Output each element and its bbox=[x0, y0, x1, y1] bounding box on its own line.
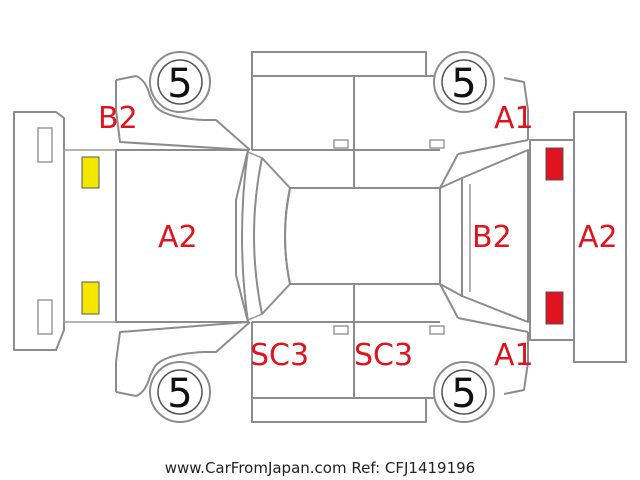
label-rear-hatch: B2 bbox=[472, 220, 512, 255]
rear-lamp-bottom bbox=[545, 291, 564, 325]
tire-front-left: 5 bbox=[149, 51, 211, 113]
tire-front-left-rating: 5 bbox=[167, 61, 192, 107]
front-lamp-top bbox=[81, 156, 100, 189]
rear-hatch-panel bbox=[461, 149, 529, 323]
footer-reference: www.CarFromJapan.com Ref: CFJ1419196 bbox=[165, 459, 475, 477]
label-hood: A2 bbox=[158, 220, 198, 255]
rear-bumper bbox=[529, 111, 627, 363]
rear-lamp-top bbox=[545, 147, 564, 181]
front-bumper bbox=[13, 111, 117, 351]
tire-front-right-rating: 5 bbox=[451, 61, 476, 107]
label-rear-right-fender: A1 bbox=[494, 338, 534, 373]
label-rear-bumper: A2 bbox=[578, 220, 618, 255]
tire-front-right: 5 bbox=[433, 51, 495, 113]
rear-window bbox=[439, 153, 463, 319]
label-front-right-fender: A1 bbox=[494, 101, 534, 136]
tire-rear-right: 5 bbox=[433, 361, 495, 423]
windshield bbox=[241, 149, 291, 323]
tire-rear-right-rating: 5 bbox=[451, 371, 476, 417]
front-lamp-bottom bbox=[81, 281, 100, 315]
label-front-door-lower: SC3 bbox=[250, 338, 309, 373]
tire-rear-left-rating: 5 bbox=[167, 371, 192, 417]
tire-rear-left: 5 bbox=[149, 361, 211, 423]
label-rear-door-lower: SC3 bbox=[354, 338, 413, 373]
roof-panel bbox=[284, 187, 441, 285]
label-front-left-fender: B2 bbox=[98, 101, 138, 136]
